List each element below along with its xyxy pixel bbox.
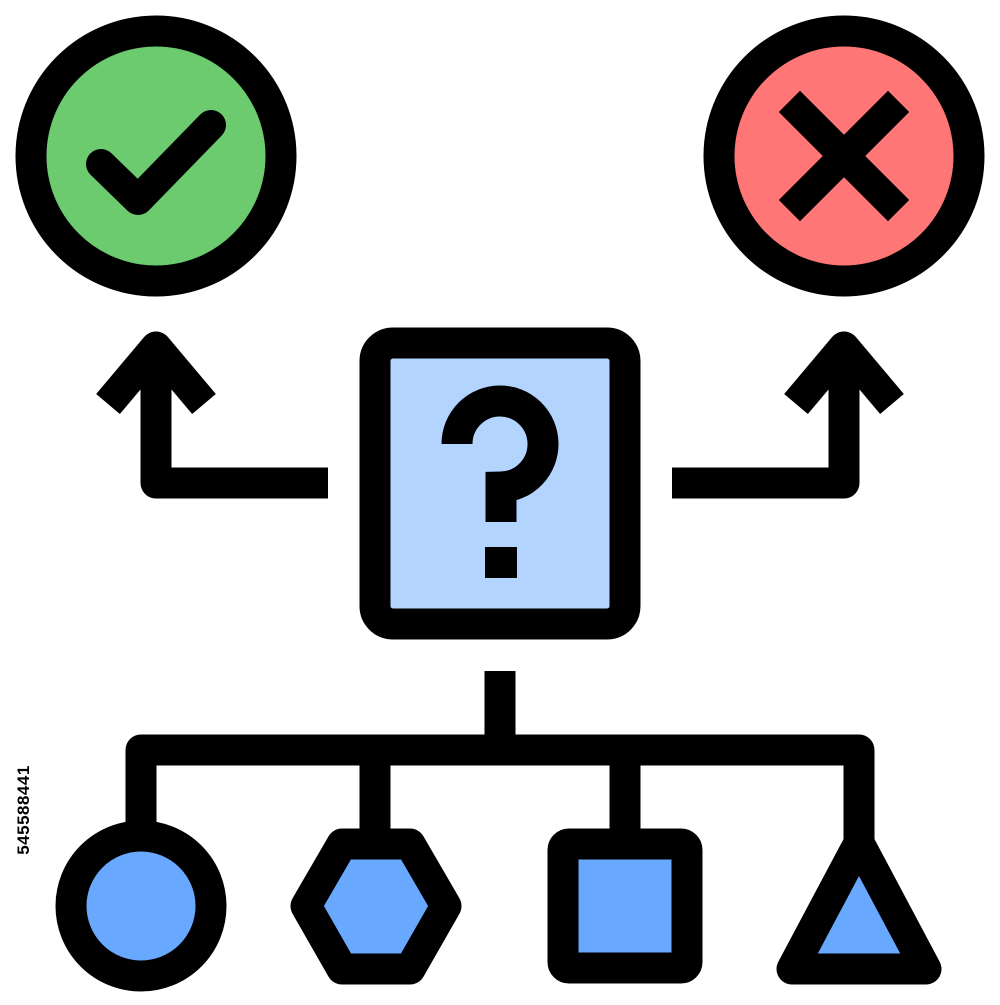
arrow-to-reject (672, 331, 904, 499)
option-shapes (55, 820, 942, 992)
cross-icon (778, 90, 910, 222)
check-icon (86, 110, 226, 215)
arrow-head-up-icon (96, 331, 216, 414)
question-node (359, 327, 641, 640)
square-shape (547, 828, 703, 984)
arrow-head-up-icon (784, 331, 904, 414)
accept-node (15, 15, 297, 297)
triangle-shape (776, 827, 942, 985)
arrow-to-accept (96, 331, 328, 499)
stock-id-watermark: 545588441 (14, 765, 33, 855)
accept-circle (15, 15, 297, 297)
question-icon (441, 385, 559, 578)
hexagon-shape (290, 828, 462, 985)
circle-shape (55, 820, 227, 992)
reject-node (703, 15, 985, 297)
branch-connector (125, 671, 875, 840)
